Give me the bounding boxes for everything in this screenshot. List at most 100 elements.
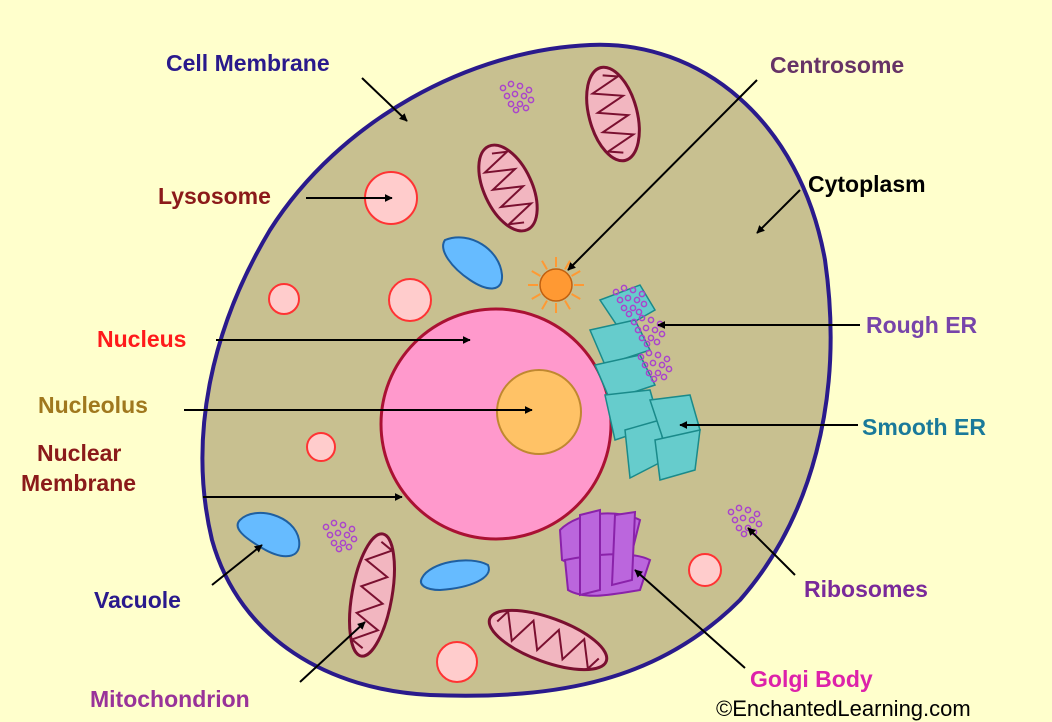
arrow-ribosomes: [747, 527, 796, 576]
mitochondrion-cristae: [589, 74, 637, 154]
mitochondrion-cristae: [482, 150, 534, 226]
label-centrosome: Centrosome: [770, 52, 905, 78]
lysosome: [306, 432, 336, 462]
copyright-notice: ©EnchantedLearning.com: [716, 696, 971, 721]
ribosome: [322, 523, 330, 531]
ribosome: [727, 508, 735, 516]
label-nucleolus: Nucleolus: [38, 392, 148, 418]
ribosome: [516, 100, 524, 108]
ribosome: [335, 545, 343, 553]
ribosome: [520, 92, 528, 100]
golgi-cisterna: [610, 510, 637, 587]
ribosome: [638, 290, 646, 298]
arrow-mitochondrion: [299, 621, 366, 683]
ribosome-cluster: [637, 349, 673, 383]
ribosome: [739, 514, 747, 522]
endoplasmic-reticulum: [588, 284, 701, 481]
ribosome: [637, 353, 645, 361]
ribosome: [326, 531, 334, 539]
centrosome-ray: [531, 270, 541, 277]
ribosome: [744, 506, 752, 514]
ribosome: [642, 324, 650, 332]
ribosome: [345, 543, 353, 551]
ribosome: [507, 100, 515, 108]
ribosome: [643, 340, 651, 348]
ribosome: [640, 300, 648, 308]
ribosome: [620, 284, 628, 292]
label-nuclear-membrane-line1: Nuclear: [37, 440, 122, 466]
ribosome: [516, 82, 524, 90]
ribosome: [731, 516, 739, 524]
vacuole: [236, 511, 301, 558]
label-lysosome: Lysosome: [158, 183, 271, 209]
vacuole: [420, 559, 490, 592]
arrow-golgi-body: [634, 569, 746, 669]
ribosome: [612, 288, 620, 296]
arrow-cell-membrane: [361, 77, 408, 122]
label-smooth-er: Smooth ER: [862, 414, 986, 440]
ribosome: [522, 104, 530, 112]
lysosome: [388, 278, 432, 322]
ribosome: [629, 304, 637, 312]
centrosome-ray: [541, 300, 548, 310]
ribosome: [658, 361, 666, 369]
ribosome: [507, 80, 515, 88]
centrosome-ray: [541, 260, 548, 270]
lysosome: [688, 553, 722, 587]
ribosome: [616, 296, 624, 304]
arrow-vacuole: [211, 544, 263, 586]
centrosome-core: [539, 268, 573, 302]
er-fold: [654, 429, 701, 481]
ribosome: [634, 326, 642, 334]
ribosome: [651, 326, 659, 334]
ribosome-cluster: [612, 284, 648, 318]
lysosome: [436, 641, 478, 683]
label-nucleus: Nucleus: [97, 326, 187, 352]
ribosome-cluster: [499, 80, 535, 114]
ribosome: [748, 516, 756, 524]
ribosome: [647, 316, 655, 324]
ribosome: [645, 369, 653, 377]
ribosome: [645, 349, 653, 357]
ribosome: [527, 96, 535, 104]
centrosome-ray: [564, 300, 571, 310]
centrosome-ray: [571, 270, 581, 277]
ribosome: [740, 530, 748, 538]
ribosome: [334, 529, 342, 537]
label-nuclear-membrane-line2: Membrane: [21, 470, 137, 496]
label-rough-er: Rough ER: [866, 312, 978, 338]
ribosome: [339, 521, 347, 529]
ribosome: [753, 510, 761, 518]
ribosome: [660, 373, 668, 381]
centrosome-ray: [531, 293, 541, 300]
ribosome: [641, 361, 649, 369]
ribosome: [512, 106, 520, 114]
label-ribosomes: Ribosomes: [804, 576, 928, 602]
golgi-body: [558, 508, 652, 597]
ribosome: [735, 524, 743, 532]
ribosome: [654, 369, 662, 377]
ribosome: [330, 519, 338, 527]
ribosome: [735, 504, 743, 512]
ribosome: [663, 355, 671, 363]
lysosome: [268, 283, 300, 315]
ribosome: [638, 334, 646, 342]
label-cytoplasm: Cytoplasm: [808, 171, 926, 197]
ribosome: [350, 535, 358, 543]
vacuole: [442, 236, 504, 290]
label-mitochondrion: Mitochondrion: [90, 686, 250, 712]
ribosome: [499, 84, 507, 92]
mitochondrion: [477, 143, 539, 233]
ribosome: [665, 365, 673, 373]
ribosome: [650, 375, 658, 383]
label-vacuole: Vacuole: [94, 587, 181, 613]
ribosome: [647, 334, 655, 342]
ribosome: [649, 359, 657, 367]
ribosome: [343, 531, 351, 539]
ribosome: [525, 86, 533, 94]
ribosome: [629, 286, 637, 294]
arrow-cytoplasm: [756, 189, 801, 234]
ribosome: [503, 92, 511, 100]
centrosome-ray: [571, 293, 581, 300]
